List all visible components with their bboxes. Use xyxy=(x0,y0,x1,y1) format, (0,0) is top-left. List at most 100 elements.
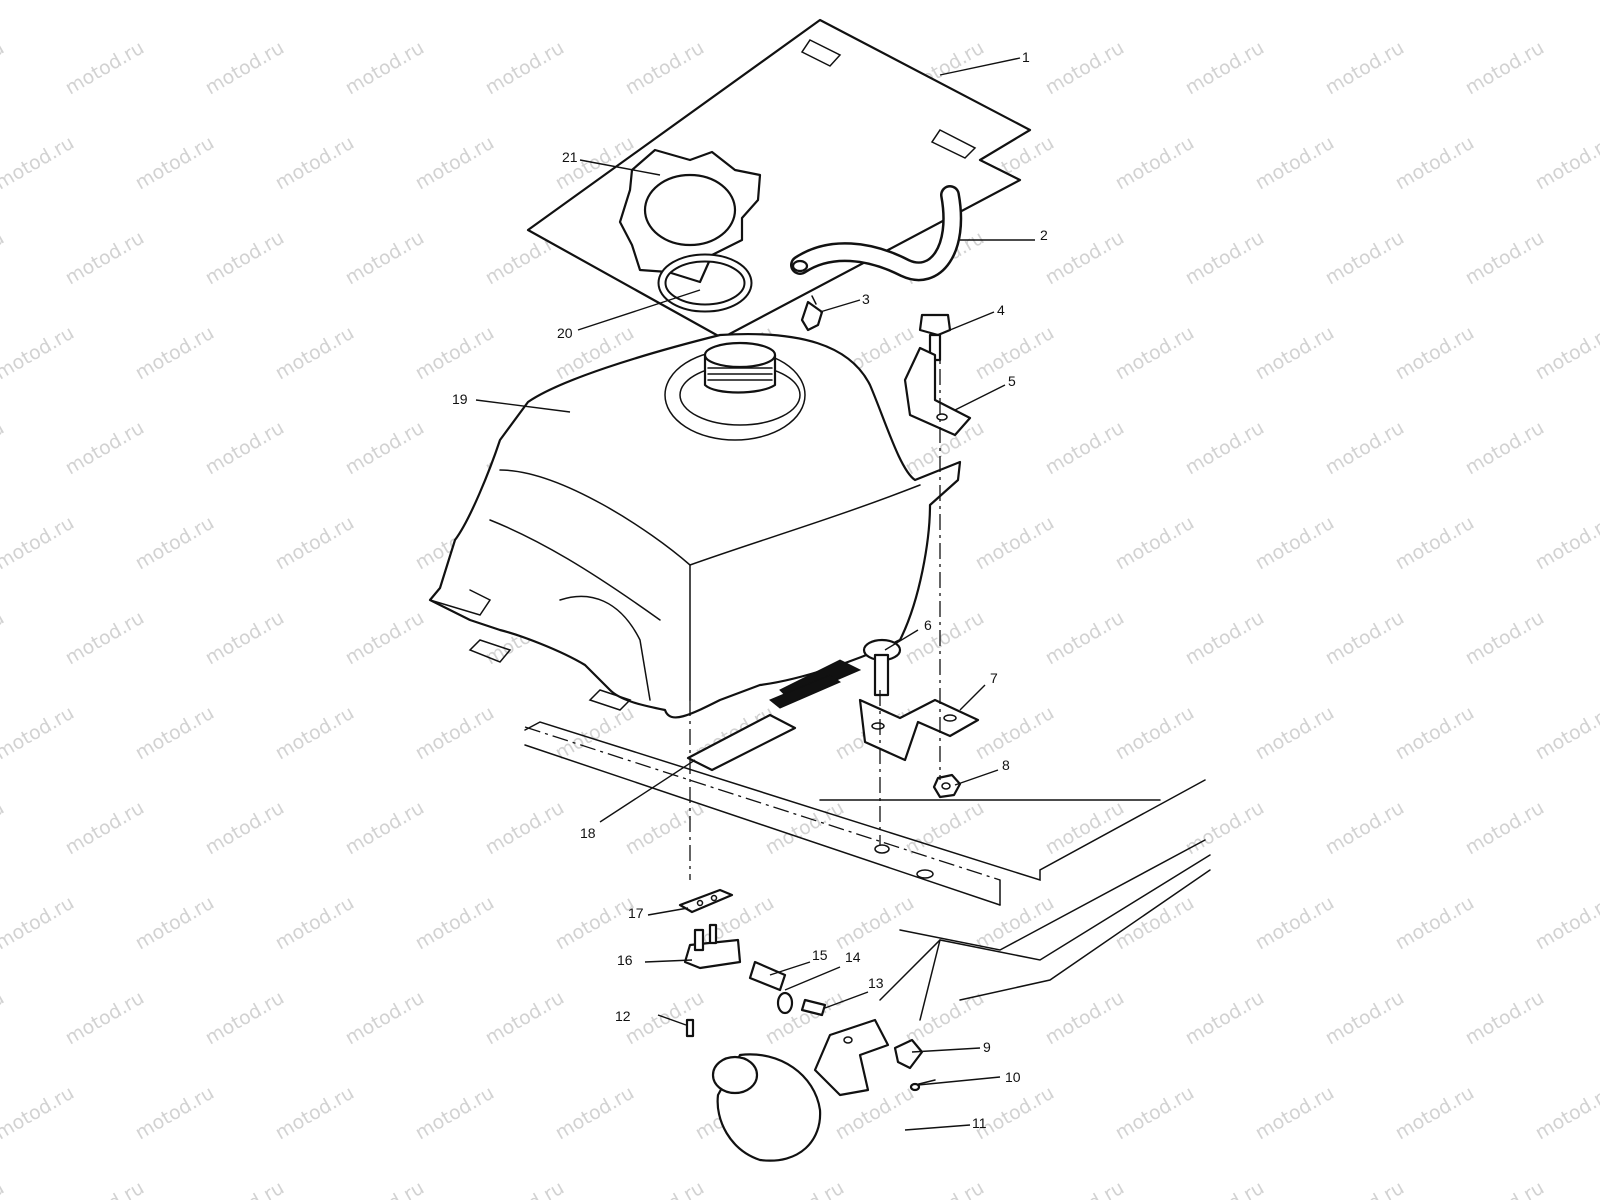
watermark-text: motod.ru xyxy=(272,512,358,575)
watermark-text: motod.ru xyxy=(1182,37,1268,100)
watermark-text: motod.ru xyxy=(552,702,638,765)
watermark-text: motod.ru xyxy=(1322,797,1408,860)
watermark-text: motod.ru xyxy=(1042,607,1128,670)
callout-7: 7 xyxy=(990,670,998,686)
callout-21: 21 xyxy=(562,149,578,165)
watermark-text: motod.ru xyxy=(62,417,148,480)
watermark-text: motod.ru xyxy=(1462,37,1548,100)
watermark-text: motod.ru xyxy=(0,797,8,860)
watermark-text: motod.ru xyxy=(412,0,498,4)
watermark-text: motod.ru xyxy=(0,702,78,765)
watermark-text: motod.ru xyxy=(1532,1082,1600,1145)
watermark-text: motod.ru xyxy=(1392,512,1478,575)
callout-16: 16 xyxy=(617,952,633,968)
lower-bolt-part xyxy=(862,638,902,697)
valve-bracket-assembly xyxy=(711,1018,936,1162)
watermark-text: motod.ru xyxy=(972,892,1058,955)
watermark-text: motod.ru xyxy=(1112,702,1198,765)
callout-13: 13 xyxy=(868,975,884,991)
watermark-text: motod.ru xyxy=(552,1082,638,1145)
watermark-text: motod.ru xyxy=(412,322,498,385)
watermark-text: motod.ru xyxy=(1112,1082,1198,1145)
watermark-text: motod.ru xyxy=(1182,1177,1268,1200)
watermark-text: motod.ru xyxy=(272,132,358,195)
watermark-text: motod.ru xyxy=(412,132,498,195)
callout-1: 1 xyxy=(1022,49,1030,65)
watermark-text: motod.ru xyxy=(272,0,358,4)
watermark-text: motod.ru xyxy=(1042,987,1128,1050)
fuel-cap-part xyxy=(618,148,762,284)
nut-part xyxy=(932,773,962,799)
watermark-text: motod.ru xyxy=(0,1082,78,1145)
callout-15: 15 xyxy=(812,947,828,963)
watermark-text: motod.ru xyxy=(1112,892,1198,955)
watermark-text: motod.ru xyxy=(202,1177,288,1200)
watermark-text: motod.ru xyxy=(1532,322,1600,385)
watermark-text: motod.ru xyxy=(832,0,918,4)
watermark-text: motod.ru xyxy=(1182,417,1268,480)
watermark-text: motod.ru xyxy=(202,987,288,1050)
watermark-text: motod.ru xyxy=(832,892,918,955)
callout-8: 8 xyxy=(1002,757,1010,773)
watermark-text: motod.ru xyxy=(0,227,8,290)
callout-9: 9 xyxy=(983,1039,991,1055)
leader-lines xyxy=(475,57,1035,1131)
watermark-text: motod.ru xyxy=(1252,1082,1338,1145)
watermark-text: motod.ru xyxy=(1042,797,1128,860)
watermark-text: motod.ru xyxy=(1252,702,1338,765)
watermark-text: motod.ru xyxy=(1392,702,1478,765)
vent-fitting-part xyxy=(800,295,824,332)
watermark-text: motod.ru xyxy=(1462,417,1548,480)
watermark-text: motod.ru xyxy=(622,37,708,100)
watermark-text: motod.ru xyxy=(132,702,218,765)
watermark-text: motod.ru xyxy=(1112,132,1198,195)
watermark-text: motod.ru xyxy=(1392,322,1478,385)
watermark-text: motod.ru xyxy=(1252,0,1338,4)
watermark-text: motod.ru xyxy=(1532,512,1600,575)
watermark-text: motod.ru xyxy=(0,987,8,1050)
watermark-text: motod.ru xyxy=(412,702,498,765)
callout-19: 19 xyxy=(452,391,468,407)
watermark-text: motod.ru xyxy=(482,987,568,1050)
watermark-text: motod.ru xyxy=(202,37,288,100)
watermark-text: motod.ru xyxy=(62,227,148,290)
watermark-text: motod.ru xyxy=(482,37,568,100)
watermark-text: motod.ru xyxy=(272,702,358,765)
watermark-text: motod.ru xyxy=(902,1177,988,1200)
watermark-text: motod.ru xyxy=(1112,322,1198,385)
watermark-text: motod.ru xyxy=(1182,227,1268,290)
watermark-text: motod.ru xyxy=(1322,37,1408,100)
fuel-valve-assembly xyxy=(678,888,827,1038)
watermark-text: motod.ru xyxy=(1042,1177,1128,1200)
watermark-text: motod.ru xyxy=(1112,0,1198,4)
callout-11: 11 xyxy=(972,1115,987,1131)
watermark-text: motod.ru xyxy=(1182,797,1268,860)
watermark-text: motod.ru xyxy=(132,0,218,4)
watermark-text: motod.ru xyxy=(1322,227,1408,290)
watermark-text: motod.ru xyxy=(762,1177,848,1200)
watermark-text: motod.ru xyxy=(622,1177,708,1200)
watermark-text: motod.ru xyxy=(1532,0,1600,4)
callout-18: 18 xyxy=(580,825,596,841)
callout-14: 14 xyxy=(845,949,861,965)
watermark-text: motod.ru xyxy=(1462,227,1548,290)
watermark-text: motod.ru xyxy=(0,607,8,670)
watermark-text: motod.ru xyxy=(552,892,638,955)
watermark-text: motod.ru xyxy=(1532,132,1600,195)
watermark-text: motod.ru xyxy=(62,797,148,860)
watermark-text: motod.ru xyxy=(1112,512,1198,575)
callout-20: 20 xyxy=(557,325,573,341)
watermark-text: motod.ru xyxy=(972,1082,1058,1145)
watermark-text: motod.ru xyxy=(0,322,78,385)
watermark-text: motod.ru xyxy=(1042,37,1128,100)
callout-6: 6 xyxy=(924,617,932,633)
watermark-text: motod.ru xyxy=(132,322,218,385)
callout-4: 4 xyxy=(997,302,1005,318)
upper-bolt-part xyxy=(918,313,952,362)
watermark-text: motod.ru xyxy=(1462,987,1548,1050)
watermark-text: motod.ru xyxy=(412,1082,498,1145)
watermark-text: motod.ru xyxy=(972,702,1058,765)
watermark-text: motod.ru xyxy=(1252,322,1338,385)
watermark-text: motod.ru xyxy=(1462,797,1548,860)
watermark-text: motod.ru xyxy=(1392,132,1478,195)
